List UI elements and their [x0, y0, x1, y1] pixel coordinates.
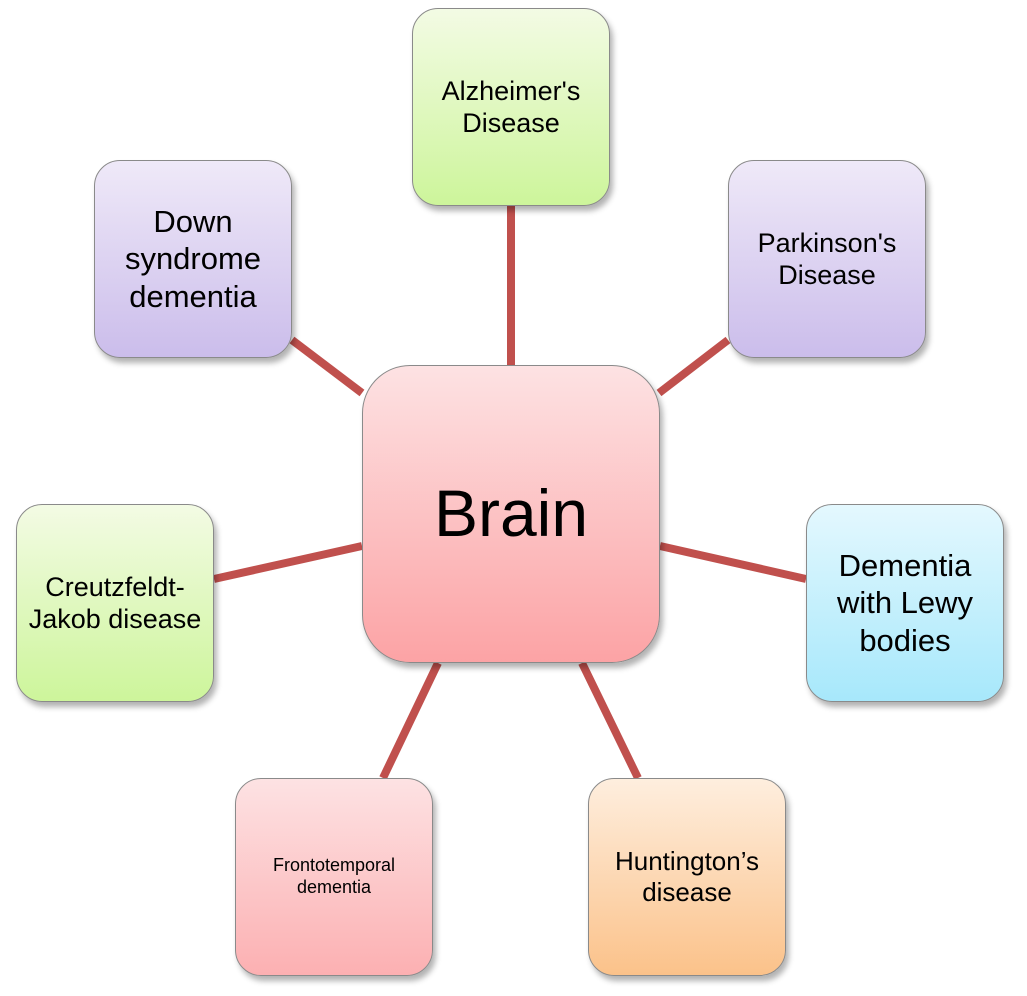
node-label-lewy-bodies: Dementia with Lewy bodies: [836, 548, 974, 658]
node-label-creutzfeldt-jakob: Creutzfeldt-Jakob disease: [28, 571, 202, 634]
node-down-syndrome: Down syndrome dementia: [94, 160, 292, 358]
node-label-down-syndrome: Down syndrome dementia: [124, 204, 262, 314]
connector-creutzfeldt-jakob: [213, 542, 363, 583]
connector-frontotemporal: [379, 661, 442, 780]
node-frontotemporal: Frontotemporal dementia: [235, 778, 433, 976]
node-parkinsons: Parkinson's Disease: [728, 160, 926, 358]
node-label-parkinsons: Parkinson's Disease: [757, 227, 897, 290]
node-lewy-bodies: Dementia with Lewy bodies: [806, 504, 1004, 702]
center-node-label: Brain: [433, 476, 589, 551]
node-label-alzheimers: Alzheimer's Disease: [441, 75, 581, 138]
center-node-brain: Brain: [362, 365, 660, 663]
node-huntingtons: Huntington’s disease: [588, 778, 786, 976]
connector-lewy-bodies: [659, 542, 807, 583]
node-label-frontotemporal: Frontotemporal dementia: [272, 855, 396, 897]
connector-huntingtons: [578, 661, 642, 780]
node-creutzfeldt-jakob: Creutzfeldt-Jakob disease: [16, 504, 214, 702]
node-alzheimers: Alzheimer's Disease: [412, 8, 610, 206]
connector-down-syndrome: [289, 336, 365, 397]
node-label-huntingtons: Huntington’s disease: [614, 845, 760, 907]
connector-parkinsons: [656, 336, 731, 397]
